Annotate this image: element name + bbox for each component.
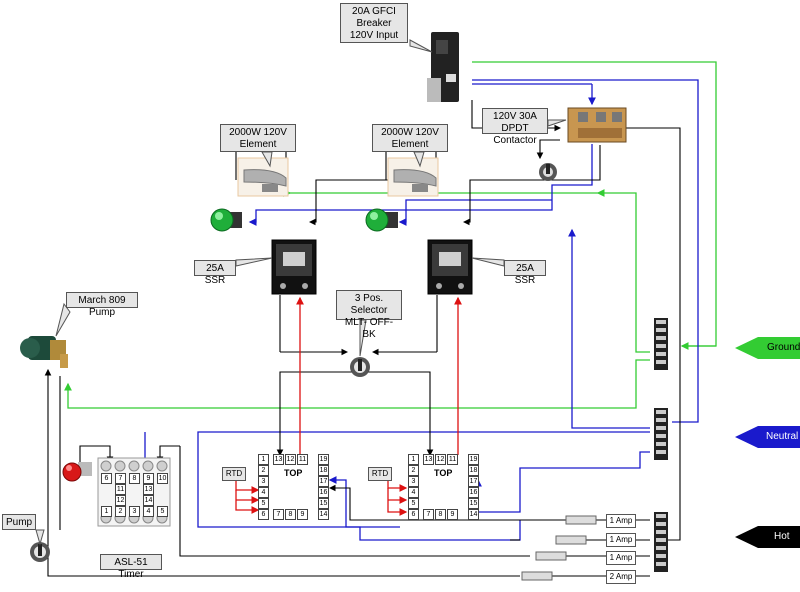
controller-terminal: 2 — [408, 465, 419, 476]
controller-terminal: 12 — [285, 454, 296, 465]
hot-terminal-strip — [654, 512, 668, 572]
timer-terminal: 11 — [115, 484, 126, 495]
fuse-rating-3: 1 Amp — [606, 551, 636, 565]
signal-wiring — [235, 296, 462, 516]
controller-left-top-label: TOP — [284, 468, 303, 478]
controller-right: 1 2 3 4 5 6 19 18 17 16 15 14 13 12 11 7… — [408, 454, 480, 522]
ground-label: Ground — [767, 342, 800, 353]
controller-terminal: 11 — [297, 454, 308, 465]
ssr-left-callout: 25A SSR — [194, 260, 236, 286]
gfci-breaker — [427, 32, 459, 102]
pump-callout: March 809 Pump — [66, 292, 138, 318]
controller-terminal: 19 — [468, 454, 479, 465]
neutral-terminal-strip — [654, 408, 668, 460]
timer-callout: ASL-51 Timer — [100, 554, 162, 580]
controller-terminal: 13 — [273, 454, 284, 465]
ground-wiring — [64, 61, 717, 409]
timer-terminal: 8 — [129, 473, 140, 484]
timer-terminal: 12 — [115, 495, 126, 506]
controller-terminal: 13 — [423, 454, 434, 465]
controller-right-top-label: TOP — [434, 468, 453, 478]
controller-terminal: 1 — [258, 454, 269, 465]
controller-terminal: 4 — [408, 487, 419, 498]
timer-terminal: 9 — [143, 473, 154, 484]
rtd-left-label: RTD — [222, 467, 246, 481]
controller-left: 1 2 3 4 5 6 19 18 17 16 15 14 13 12 11 7… — [258, 454, 330, 522]
controller-terminal: 3 — [408, 476, 419, 487]
timer-terminal: 6 — [101, 473, 112, 484]
pilot-light-left-icon — [210, 208, 242, 232]
timer-terminal: 14 — [143, 495, 154, 506]
pump-switch-callout: Pump — [2, 514, 36, 530]
pump-icon — [20, 336, 68, 368]
controller-terminal: 6 — [408, 509, 419, 520]
pump-switch-icon — [30, 542, 50, 562]
selector-callout: 3 Pos. Selector MLT- OFF- BK — [336, 290, 402, 340]
fuse-holders — [521, 515, 597, 581]
heating-element-left — [237, 157, 289, 197]
timer-terminal: 4 — [143, 506, 154, 517]
controller-terminal: 8 — [435, 509, 446, 520]
hot-label: Hot — [774, 531, 790, 542]
controller-terminal: 1 — [408, 454, 419, 465]
ssr-right-callout: 25A SSR — [504, 260, 546, 286]
timer-terminal: 5 — [157, 506, 168, 517]
pilot-light-right-icon — [365, 208, 398, 232]
element-left-callout: 2000W 120V Element — [220, 124, 296, 152]
callout-pointers — [35, 39, 567, 546]
controller-terminal: 8 — [285, 509, 296, 520]
contactor-callout: 120V 30A DPDT Contactor — [482, 108, 548, 146]
controller-terminal: 5 — [258, 498, 269, 509]
controller-terminal: 7 — [423, 509, 434, 520]
controller-terminal: 18 — [468, 465, 479, 476]
controller-terminal: 17 — [318, 476, 329, 487]
rtd-right-label: RTD — [368, 467, 392, 481]
contactor-switch-icon — [539, 163, 557, 181]
controller-terminal: 3 — [258, 476, 269, 487]
controller-terminal: 4 — [258, 487, 269, 498]
controller-terminal: 19 — [318, 454, 329, 465]
controller-terminal: 16 — [318, 487, 329, 498]
controller-terminal: 15 — [468, 498, 479, 509]
controller-terminal: 12 — [435, 454, 446, 465]
controller-terminal: 14 — [468, 509, 479, 520]
fuse-rating-1: 1 Amp — [606, 514, 636, 528]
controller-terminal: 14 — [318, 509, 329, 520]
controller-terminal: 15 — [318, 498, 329, 509]
contactor — [567, 107, 627, 143]
ground-arrow — [735, 337, 800, 359]
controller-terminal: 11 — [447, 454, 458, 465]
gfci-callout: 20A GFCI Breaker 120V Input — [340, 3, 408, 43]
controller-terminal: 6 — [258, 509, 269, 520]
selector-switch-icon — [350, 357, 370, 377]
hot-wiring — [44, 100, 681, 577]
controller-terminal: 9 — [297, 509, 308, 520]
controller-terminal: 16 — [468, 487, 479, 498]
hot-arrow — [735, 526, 800, 548]
ssr-left — [271, 239, 317, 295]
timer-terminal: 10 — [157, 473, 168, 484]
controller-terminal: 17 — [468, 476, 479, 487]
timer-terminal: 1 — [101, 506, 112, 517]
timer-terminal: 7 — [115, 473, 126, 484]
neutral-label: Neutral — [766, 431, 799, 442]
timer-terminal: 3 — [129, 506, 140, 517]
timer-alarm-light-icon — [62, 462, 92, 482]
ssr-right — [427, 239, 473, 295]
controller-terminal: 18 — [318, 465, 329, 476]
element-right-callout: 2000W 120V Element — [372, 124, 448, 152]
timer-terminal: 13 — [143, 484, 154, 495]
heating-element-right — [387, 157, 439, 197]
timer-terminals: 6 7 8 9 10 11 12 13 14 1 2 3 4 5 — [98, 458, 170, 526]
controller-terminal: 5 — [408, 498, 419, 509]
neutral-arrow — [735, 426, 800, 448]
fuse-rating-2: 1 Amp — [606, 533, 636, 547]
timer-terminal: 2 — [115, 506, 126, 517]
controller-terminal: 7 — [273, 509, 284, 520]
fuse-rating-4: 2 Amp — [606, 570, 636, 584]
controller-terminal: 2 — [258, 465, 269, 476]
controller-terminal: 9 — [447, 509, 458, 520]
ground-terminal-strip — [654, 318, 668, 370]
